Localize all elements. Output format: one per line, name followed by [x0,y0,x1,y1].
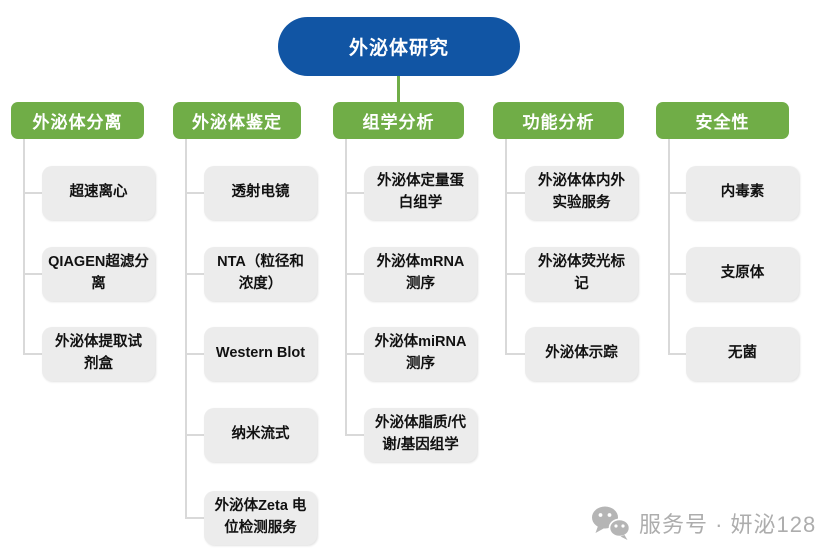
connector-line [668,353,686,355]
category-omics-analysis: 组学分析 [333,102,464,139]
connector-line [185,434,204,436]
connector-line [185,192,204,194]
connector-line [185,273,204,275]
connector-line [668,139,670,354]
connector-line [505,192,525,194]
connector-line [345,139,347,435]
root-node: 外泌体研究 [278,17,520,76]
connector-line [345,273,364,275]
node-endotoxin: 内毒素 [686,166,799,220]
category-safety: 安全性 [656,102,789,139]
connector-line [668,273,686,275]
category-exosome-identification: 外泌体鉴定 [173,102,301,139]
node-exosome-tracing: 外泌体示踪 [525,327,638,381]
node-qiagen-ultrafiltration: QIAGEN超滤分离 [42,247,155,301]
watermark-label: 服务号 · 妍泌128 [639,512,817,537]
node-ultracentrifugation: 超速离心 [42,166,155,220]
connector-line [23,139,25,354]
connector-line [505,273,525,275]
node-nano-flow: 纳米流式 [204,408,317,462]
node-lipid-metabolome-genomics: 外泌体脂质/代谢/基因组学 [364,408,477,462]
connector-line [23,192,42,194]
node-in-vivo-vitro-services: 外泌体体内外实验服务 [525,166,638,220]
connector-line [345,192,364,194]
node-fluorescent-labeling: 外泌体荧光标记 [525,247,638,301]
connector-line [185,517,204,519]
category-functional-analysis: 功能分析 [493,102,624,139]
watermark: 服务号 · 妍泌128 [591,505,816,541]
root-connector-line [397,76,400,102]
connector-line [345,434,364,436]
node-zeta-potential: 外泌体Zeta 电位检测服务 [204,491,317,545]
node-quantitative-proteomics: 外泌体定量蛋白组学 [364,166,477,220]
wechat-icon [592,506,631,540]
connector-line [345,353,364,355]
node-extraction-kit: 外泌体提取试剂盒 [42,327,155,381]
connector-line [505,353,525,355]
node-nta: NTA（粒径和浓度） [204,247,317,301]
node-western-blot: Western Blot [204,327,317,381]
node-tem: 透射电镜 [204,166,317,220]
connector-line [185,353,204,355]
connector-line [23,353,42,355]
connector-line [23,273,42,275]
connector-line [668,192,686,194]
connector-line [185,139,187,518]
node-sterility: 无菌 [686,327,799,381]
node-mycoplasma: 支原体 [686,247,799,301]
node-mirna-seq: 外泌体miRNA测序 [364,327,477,381]
node-mrna-seq: 外泌体mRNA测序 [364,247,477,301]
category-exosome-isolation: 外泌体分离 [11,102,144,139]
connector-line [505,139,507,354]
